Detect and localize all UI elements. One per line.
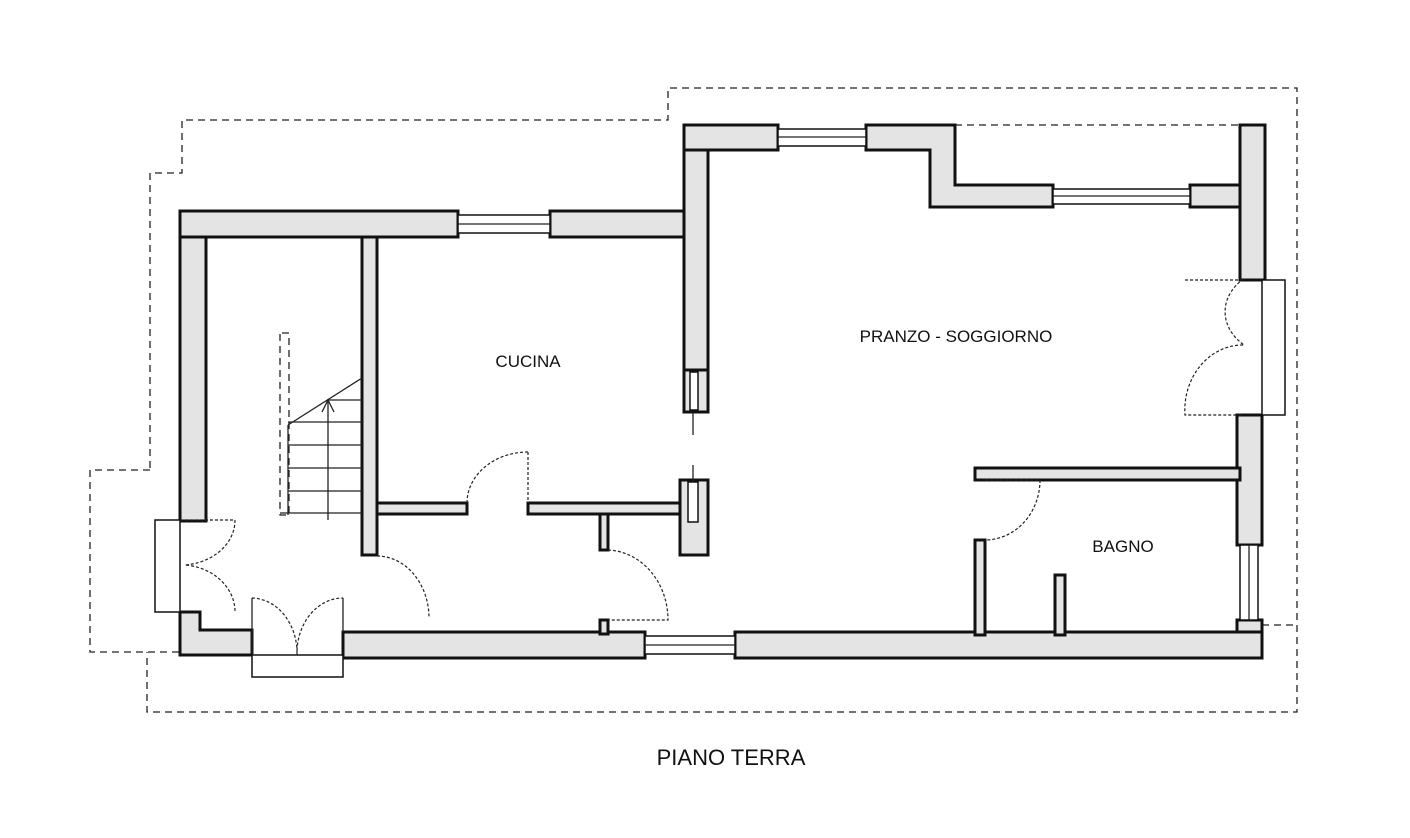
- windows: [457, 128, 1259, 655]
- exterior-walls: [178, 123, 1267, 660]
- room-label-bathroom: BAGNO: [1092, 537, 1154, 556]
- doors: [154, 279, 1286, 678]
- interior-walls: [360, 235, 1242, 637]
- room-label-living-dining: PRANZO - SOGGIORNO: [859, 327, 1053, 346]
- staircase: [279, 332, 363, 520]
- plan-title: PIANO TERRA: [656, 745, 806, 770]
- room-label-kitchen: CUCINA: [495, 352, 561, 371]
- property-boundary: [89, 87, 1298, 713]
